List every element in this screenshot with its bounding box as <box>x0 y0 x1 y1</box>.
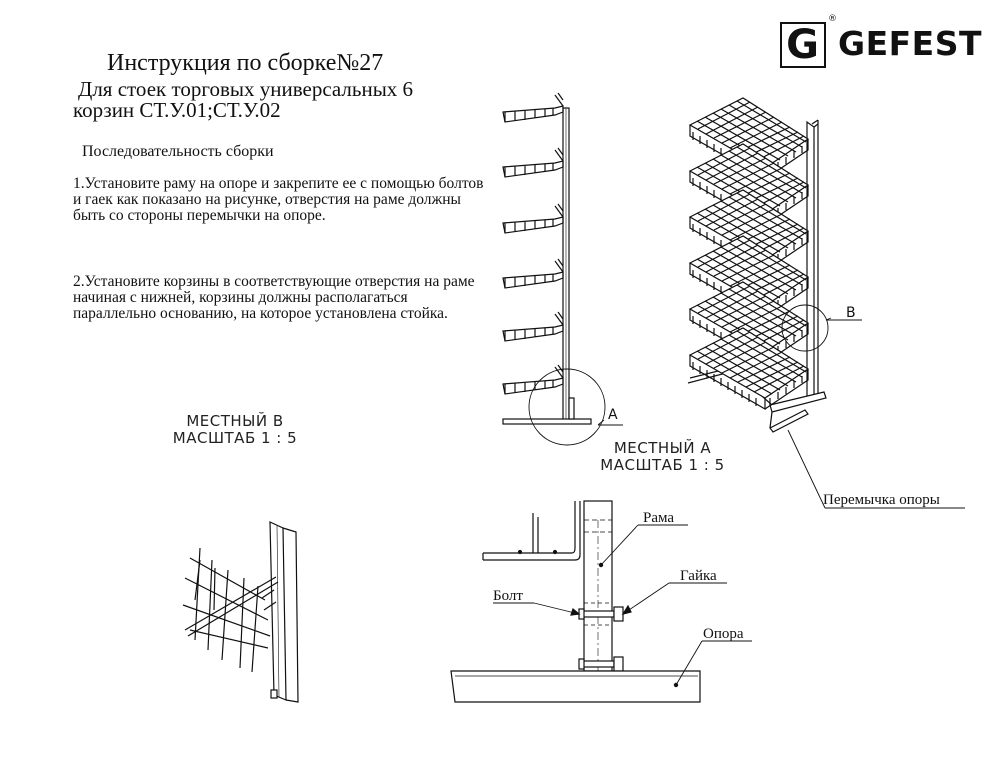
side-basket <box>502 92 564 123</box>
logo-mark: G <box>780 22 826 68</box>
detail-b-caption-line1: МЕСТНЫЙ В <box>186 412 284 430</box>
bolt-label: Болт <box>493 588 523 604</box>
sequence-heading: Последовательность сборки <box>82 143 274 160</box>
assembly-step-2: 2.Установите корзины в соответствующие о… <box>73 273 475 322</box>
detail-a-caption-line1: МЕСТНЫЙ А <box>613 439 712 457</box>
frame-label: Рама <box>643 510 674 526</box>
page-subtitle-line1: Для стоек торговых универсальных 6 <box>78 77 414 101</box>
page-title: Инструкция по сборке№27 <box>107 50 384 76</box>
side-view-rack <box>502 92 623 446</box>
detail-b-caption-line2: МАСШТАБ 1 : 5 <box>172 429 298 447</box>
detail-a-caption-line2: МАСШТАБ 1 : 5 <box>600 456 725 474</box>
marker-a: A <box>608 407 618 423</box>
gefest-logo: G ® GEFEST <box>780 14 982 74</box>
marker-b: B <box>846 305 856 321</box>
logo-wordmark: GEFEST <box>838 24 982 63</box>
logo-mark-letter: G <box>786 22 819 68</box>
detail-b-view <box>182 521 299 703</box>
support-label: Опора <box>703 626 744 642</box>
assembly-step-1: 1.Установите раму на опоре и закрепите е… <box>73 175 484 224</box>
isometric-rack <box>687 97 965 509</box>
detail-b-caption: МЕСТНЫЙ В МАСШТАБ 1 : 5 <box>170 413 300 447</box>
detail-a-view <box>450 500 752 703</box>
nut-label: Гайка <box>680 568 717 584</box>
page-subtitle-line2: корзин СТ.У.01;СТ.У.02 <box>73 98 281 122</box>
support-bridge-label: Перемычка опоры <box>823 492 940 508</box>
detail-a-caption: МЕСТНЫЙ А МАСШТАБ 1 : 5 <box>595 440 730 474</box>
registered-mark: ® <box>828 14 837 24</box>
